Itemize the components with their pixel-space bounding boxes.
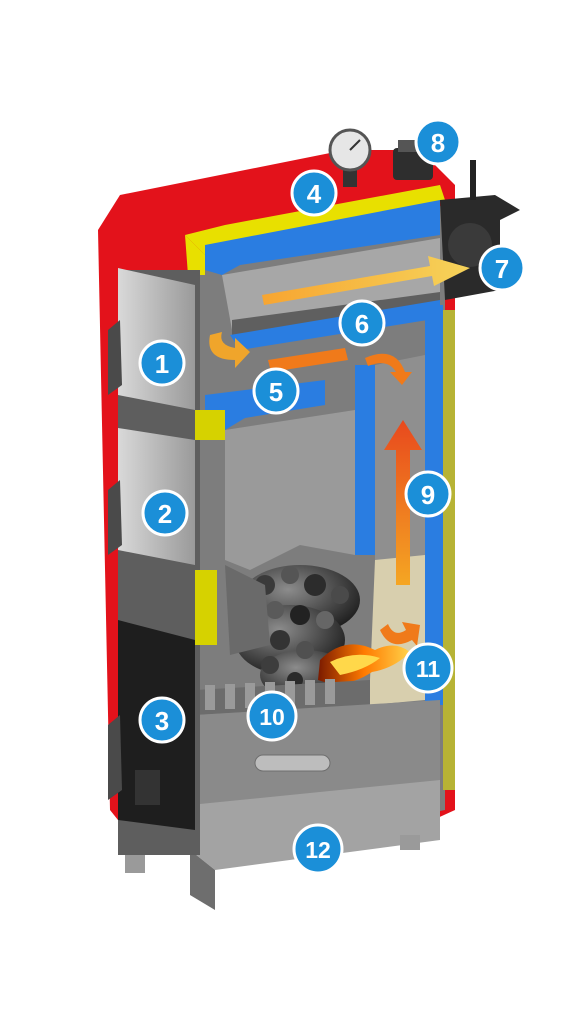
hot-gas-curl-lower bbox=[380, 622, 420, 646]
callout-5-label: 5 bbox=[269, 377, 283, 407]
callout-6-label: 6 bbox=[355, 309, 369, 339]
side-insulation bbox=[443, 310, 455, 790]
secondary-air-arrow bbox=[268, 348, 348, 372]
callout-12: 12 bbox=[292, 823, 344, 875]
upper-door bbox=[108, 268, 195, 410]
combustion-chamber bbox=[225, 410, 355, 570]
callout-8-label: 8 bbox=[431, 128, 445, 158]
pressure-gauge bbox=[328, 128, 372, 187]
callout-3: 3 bbox=[138, 696, 186, 744]
callout-2-label: 2 bbox=[158, 499, 172, 529]
upper-insulation-block bbox=[195, 410, 225, 440]
water-jacket-top bbox=[205, 200, 440, 275]
hot-gas-arrow-up bbox=[384, 420, 422, 585]
ash-pan-front bbox=[190, 850, 215, 910]
callout-4: 4 bbox=[290, 169, 338, 217]
callout-5: 5 bbox=[252, 367, 300, 415]
callout-12-label: 12 bbox=[305, 837, 331, 863]
foot-left bbox=[125, 855, 145, 873]
shaker-rod bbox=[254, 754, 331, 772]
flue-channel-shade bbox=[232, 292, 440, 335]
hot-gas-curl-upper-left bbox=[209, 332, 250, 368]
callout-7: 7 bbox=[478, 244, 526, 292]
hot-gas-curl-upper-right bbox=[365, 353, 412, 385]
flue-gas-arrow bbox=[262, 256, 470, 305]
callout-1-label: 1 bbox=[155, 349, 169, 379]
water-jacket-middle bbox=[355, 365, 375, 555]
water-jacket-baffle bbox=[230, 300, 440, 350]
callout-10-label: 10 bbox=[259, 704, 285, 730]
middle-insulation-block bbox=[195, 570, 217, 645]
callout-1: 1 bbox=[138, 339, 186, 387]
callout-9-label: 9 bbox=[421, 480, 435, 510]
callout-11-label: 11 bbox=[416, 656, 441, 682]
callout-4-label: 4 bbox=[307, 179, 322, 209]
callout-11: 11 bbox=[402, 642, 454, 694]
callout-7-label: 7 bbox=[495, 254, 509, 284]
top-insulation-front bbox=[185, 235, 205, 275]
flame-core bbox=[330, 654, 380, 675]
callout-9: 9 bbox=[404, 470, 452, 518]
feed-plate bbox=[225, 565, 270, 655]
foot-right bbox=[400, 835, 420, 850]
callout-3-label: 3 bbox=[155, 706, 169, 736]
callout-6: 6 bbox=[338, 299, 386, 347]
callout-10: 10 bbox=[246, 690, 298, 742]
callout-8: 8 bbox=[414, 118, 462, 166]
callout-2: 2 bbox=[141, 489, 189, 537]
